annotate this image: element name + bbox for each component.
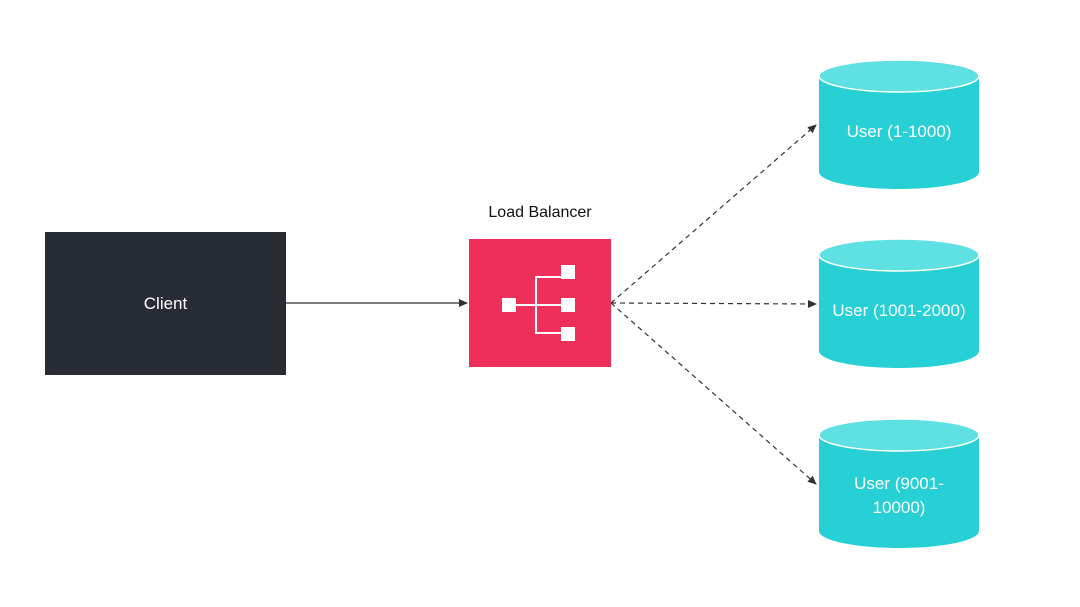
- edge-load-balancer-to-db-1: [610, 124, 817, 304]
- database-node: User (1-1000): [818, 59, 980, 191]
- database-node: User (1001-2000): [818, 238, 980, 370]
- database-node: User (9001-10000): [818, 418, 980, 550]
- load-balancer-title: Load Balancer: [488, 204, 592, 221]
- hierarchy-icon: [502, 265, 575, 341]
- database-label-wrap: User (9001-10000): [818, 452, 980, 540]
- edge-load-balancer-to-db-3: [610, 302, 817, 485]
- client-node: Client: [45, 232, 286, 375]
- edge-load-balancer-to-db-2: [610, 299, 817, 308]
- database-cylinder-icon: [818, 238, 980, 368]
- database-label: User (1001-2000): [832, 301, 966, 320]
- database-label: User (1-1000): [846, 122, 952, 141]
- load-balancer-node: [469, 239, 611, 367]
- database-cylinder-icon: [818, 59, 980, 189]
- database-label: User (9001-10000): [854, 474, 944, 517]
- database-cylinder-icon: [818, 418, 980, 548]
- client-label: Client: [143, 293, 188, 313]
